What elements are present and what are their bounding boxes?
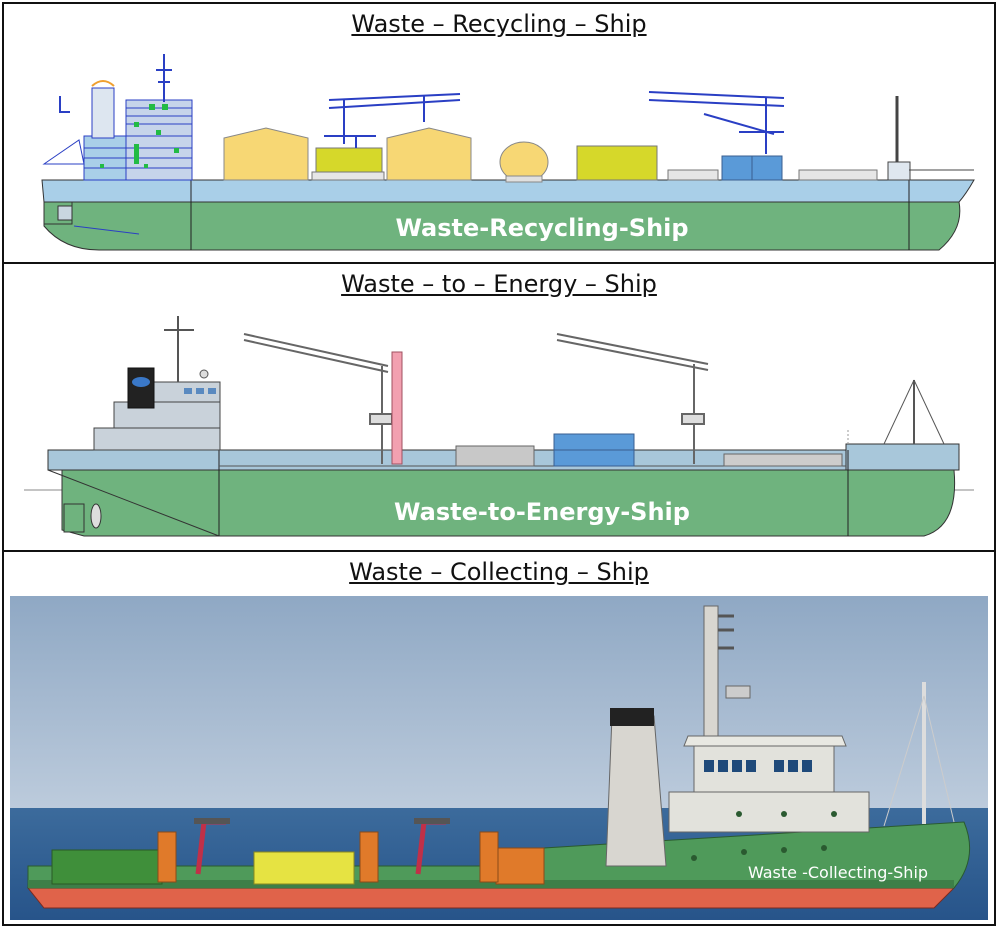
waste-to-energy-ship-drawing: Waste-to-Energy-Ship [24, 316, 974, 537]
panel-waste-recycling-ship: Waste – Recycling – Ship [4, 4, 994, 264]
panel-title: Waste – Recycling – Ship [351, 10, 647, 38]
tank [386, 127, 472, 181]
superstructure [668, 791, 870, 833]
funnel [127, 367, 155, 409]
container [495, 847, 545, 885]
upper-hull [41, 179, 975, 203]
hull-label: Waste-to-Energy-Ship [394, 498, 690, 526]
crane [556, 333, 709, 464]
funnel [91, 87, 115, 139]
waste-recycling-ship-drawing: Waste-Recycling-Ship [41, 54, 975, 251]
red-bottom-hull [26, 887, 956, 909]
lower-hull [43, 201, 961, 251]
container [455, 445, 535, 467]
exhaust-stack [391, 351, 403, 465]
crane [324, 93, 461, 148]
container [253, 851, 355, 885]
crane [243, 333, 393, 464]
panel-waste-to-energy-ship: Waste – to – Energy – Ship [4, 264, 994, 552]
superstructure [93, 427, 221, 451]
waste-collecting-ship-scene: Waste -Collecting-Ship [10, 596, 988, 920]
tank [223, 127, 309, 181]
sky [10, 596, 988, 808]
hull-label: Waste-Recycling-Ship [395, 214, 688, 242]
hull-label: Waste -Collecting-Ship [748, 863, 928, 882]
container [51, 849, 163, 885]
panel-title: Waste – Collecting – Ship [349, 558, 649, 586]
container [315, 147, 383, 177]
container [576, 145, 658, 181]
rudder [63, 503, 85, 533]
panel-waste-collecting-ship: Waste – Collecting – Ship [4, 552, 994, 926]
lower-hull [61, 469, 956, 537]
crane [648, 91, 785, 154]
panel-title: Waste – to – Energy – Ship [341, 270, 657, 298]
